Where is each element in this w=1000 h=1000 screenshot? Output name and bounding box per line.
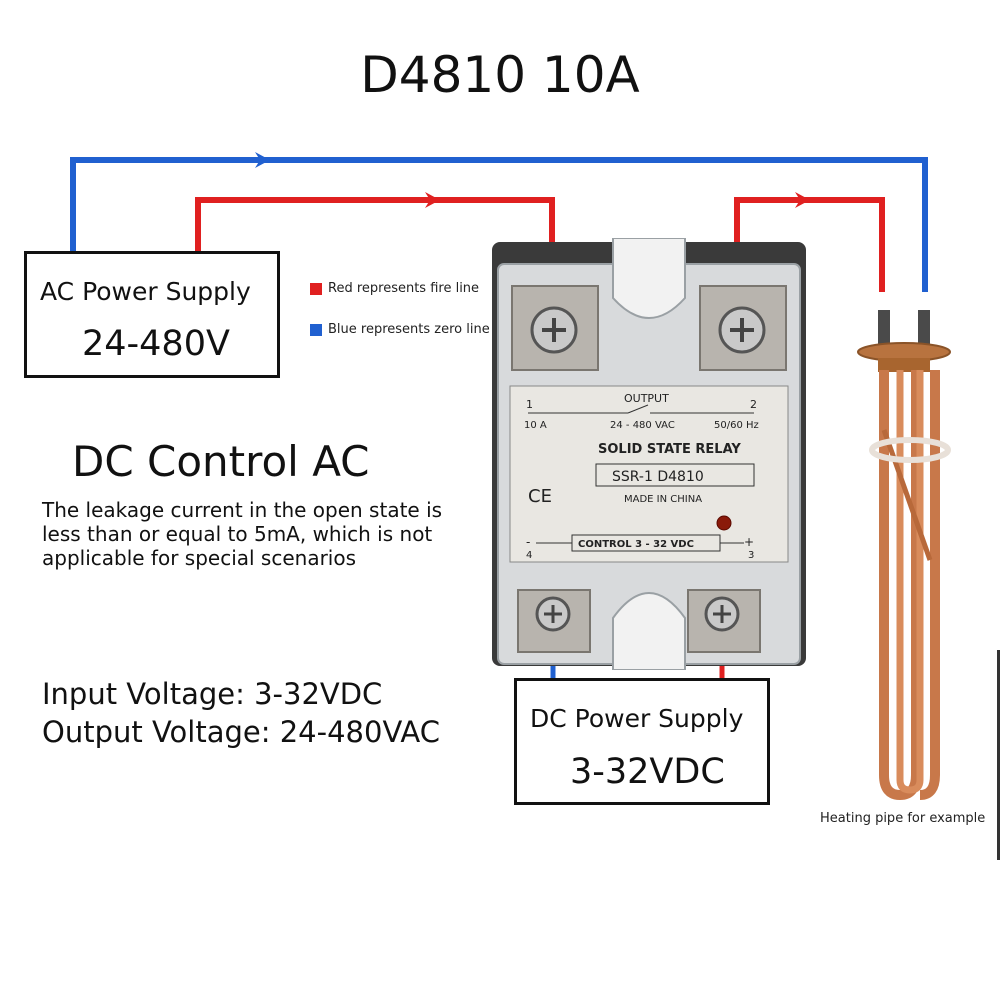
blue-swatch-icon (310, 323, 322, 336)
relay-name: SOLID STATE RELAY (598, 442, 741, 457)
relay-current-rating: 10 A (524, 420, 547, 431)
control-rating: CONTROL 3 - 32 VDC (578, 539, 694, 550)
legend-fire-line: Red represents fire line (310, 281, 479, 297)
relay-origin: MADE IN CHINA (624, 494, 702, 505)
legend-zero-line-text: Blue represents zero line (328, 322, 490, 337)
solid-state-relay: 1 2 OUTPUT 10 A 24 - 480 VAC 50/60 Hz SO… (492, 238, 806, 670)
input-voltage-spec: Input Voltage: 3-32VDC (42, 677, 383, 711)
red-swatch-icon (310, 282, 322, 295)
control-minus: - (526, 535, 530, 549)
section-heading: DC Control AC (72, 437, 370, 486)
legend-zero-line: Blue represents zero line (310, 322, 490, 338)
fire-line-arrow-supply (425, 192, 440, 208)
terminal-3-number: 3 (748, 550, 754, 561)
terminal-4-number: 4 (526, 550, 532, 561)
heating-pipe (857, 310, 1000, 860)
page-title: D4810 10A (360, 46, 640, 104)
relay-voltage-rating: 24 - 480 VAC (610, 420, 675, 431)
fire-line-arrow-load (795, 192, 810, 208)
zero-line-wire (70, 157, 928, 292)
ac-power-supply-label: AC Power Supply (40, 277, 251, 306)
relay-frequency: 50/60 Hz (714, 420, 759, 431)
dc-power-supply-voltage: 3-32VDC (570, 752, 725, 792)
zero-line-arrow (255, 152, 270, 168)
terminal-1-number: 1 (526, 398, 533, 411)
ce-mark: CE (528, 486, 552, 507)
terminal-2-number: 2 (750, 398, 757, 411)
leakage-description: The leakage current in the open state is… (42, 498, 443, 570)
status-led-icon (716, 515, 732, 531)
dc-power-supply-box (514, 678, 770, 805)
dc-power-supply-label: DC Power Supply (530, 704, 744, 733)
control-plus: + (744, 535, 754, 549)
ac-power-supply-voltage: 24-480V (82, 324, 230, 364)
ac-power-supply-box (24, 251, 280, 378)
legend-fire-line-text: Red represents fire line (328, 281, 480, 296)
relay-label-panel (509, 385, 789, 563)
output-label: OUTPUT (624, 392, 669, 405)
heating-pipe-caption: Heating pipe for example (820, 811, 986, 826)
output-voltage-spec: Output Voltage: 24-480VAC (42, 715, 440, 749)
relay-model: SSR-1 D4810 (612, 469, 704, 485)
